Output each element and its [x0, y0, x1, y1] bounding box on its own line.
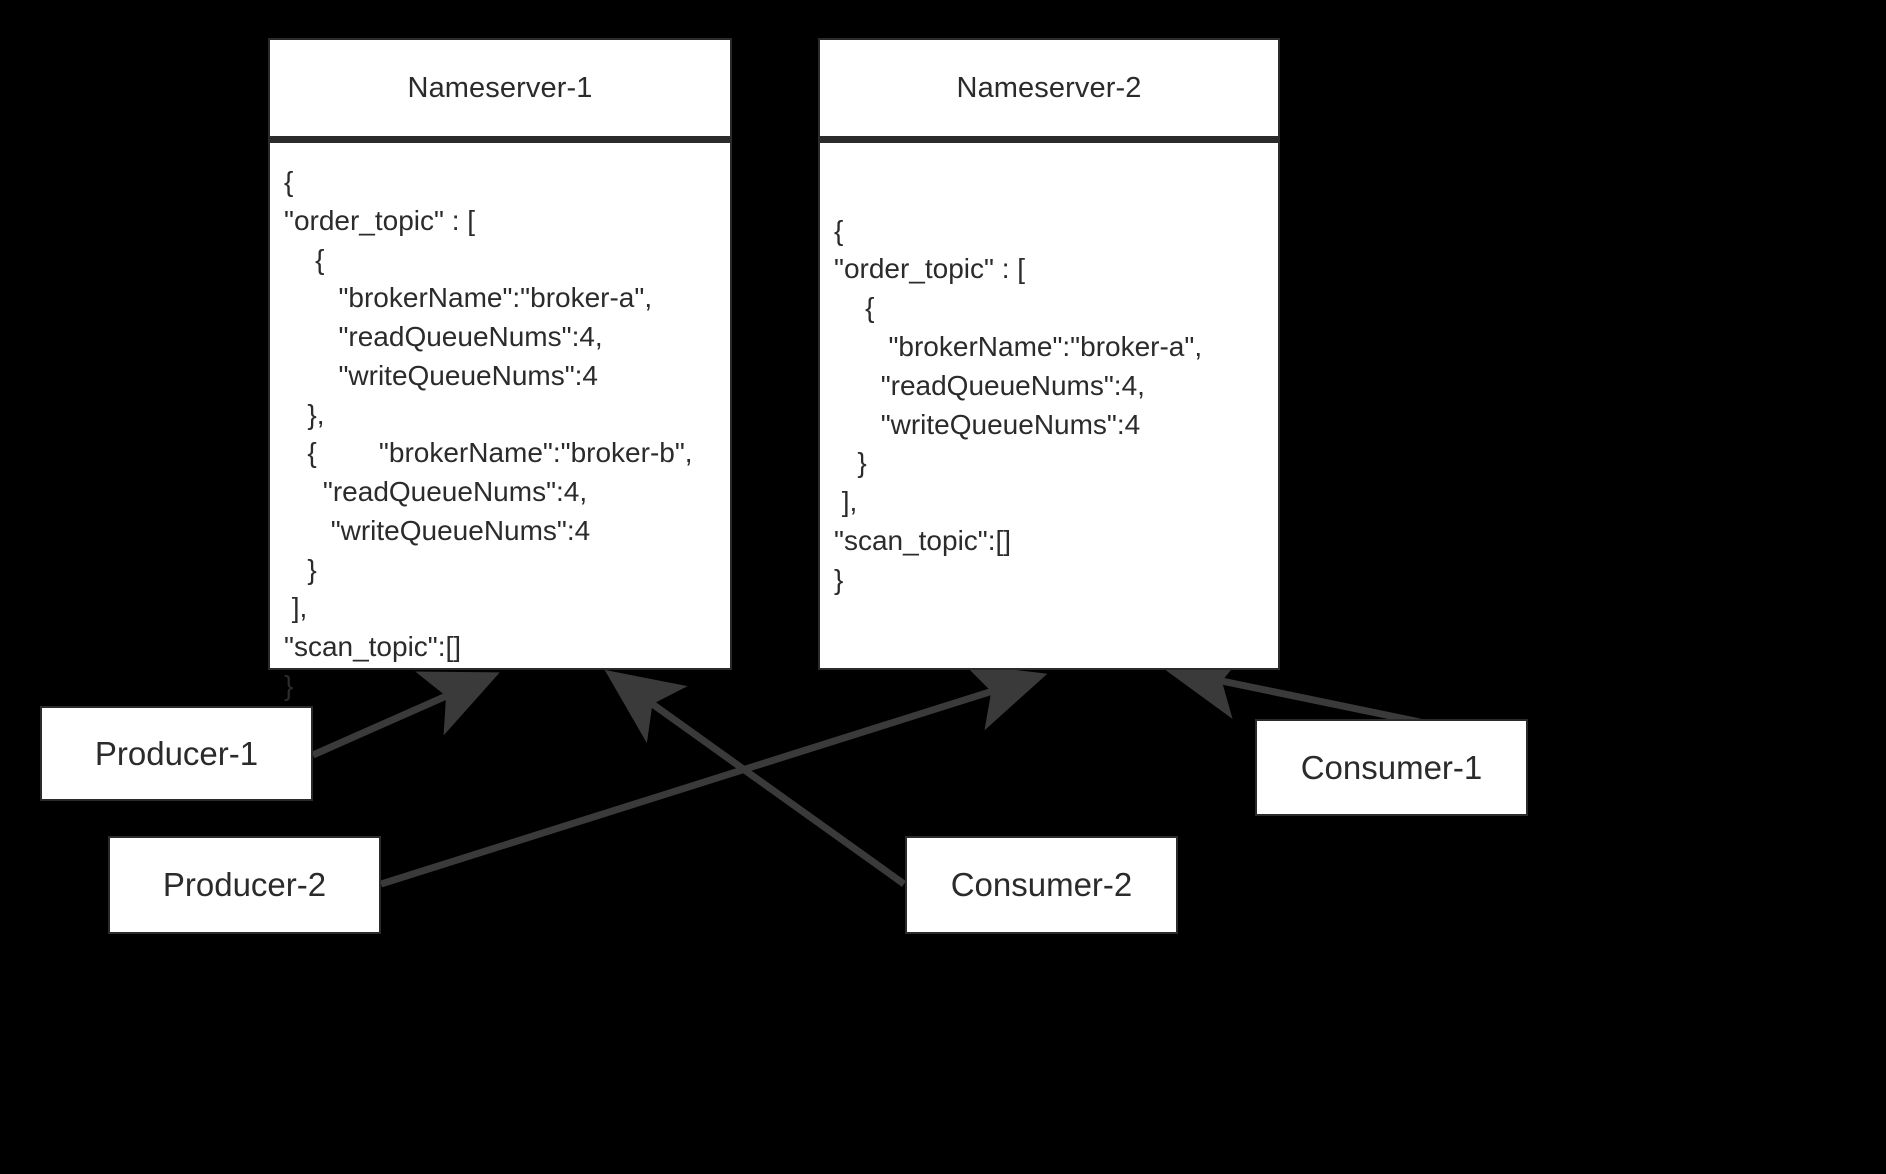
nameserver-1-json: { "order_topic" : [ { "brokerName":"brok… [284, 166, 693, 701]
nameserver-1-box[interactable]: Nameserver-1 { "order_topic" : [ { "brok… [268, 38, 732, 701]
producer-1-box[interactable]: Producer-1 [40, 706, 313, 801]
edge-consumer-1-to-nameserver-2 [1164, 650, 1421, 726]
nameserver-2-title: Nameserver-2 [956, 71, 1142, 104]
producer-1-label: Producer-1 [94, 734, 259, 772]
consumer-2-label: Consumer-2 [950, 866, 1133, 903]
nameserver-2-divider [820, 136, 1278, 143]
nameserver-1-header: Nameserver-1 [270, 40, 730, 136]
nameserver-1-body: { "order_topic" : [ { "brokerName":"brok… [270, 143, 730, 701]
edge-consumer-2-to-nameserver-1 [604, 669, 907, 887]
nameserver-2-body: { "order_topic" : [ { "brokerName":"brok… [820, 143, 1278, 668]
consumer-1-box[interactable]: Consumer-1 [1255, 719, 1528, 816]
nameserver-2-box[interactable]: Nameserver-2 { "order_topic" : [ { "brok… [818, 38, 1280, 670]
nameserver-1-divider [270, 136, 730, 143]
nameserver-2-json: { "order_topic" : [ { "brokerName":"brok… [834, 214, 1203, 595]
consumer-2-box[interactable]: Consumer-2 [905, 836, 1178, 934]
nameserver-1-title: Nameserver-1 [407, 71, 593, 104]
producer-2-label: Producer-2 [162, 866, 327, 903]
nameserver-2-header: Nameserver-2 [820, 40, 1278, 136]
producer-2-box[interactable]: Producer-2 [108, 836, 381, 934]
consumer-1-label: Consumer-1 [1300, 748, 1483, 786]
